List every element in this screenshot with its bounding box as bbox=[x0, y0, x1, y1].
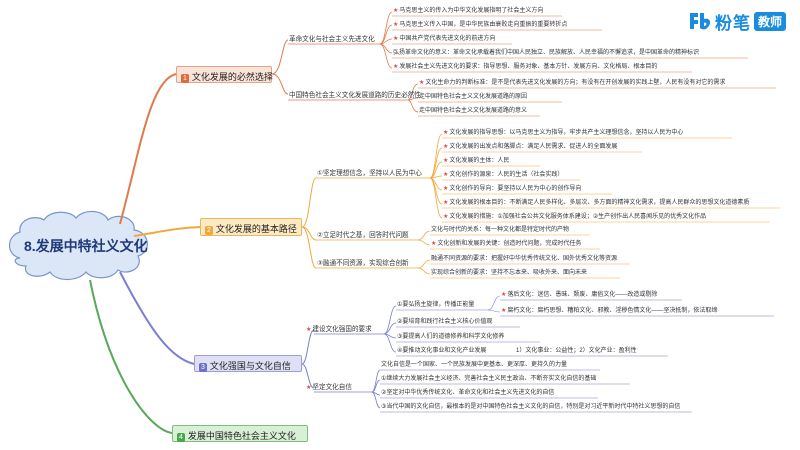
root-topic[interactable]: 8.发展中特社义文化 bbox=[24, 238, 148, 254]
b3-sub1-1-item[interactable]: ★腐朽文化：腐朽思想、糟粕文化、邪教、淫秽色情文化——坚决抵制，依法取缔 bbox=[501, 308, 718, 314]
b3-sub2-item[interactable]: ③当代中国的文化自信，最根本的是对中国特色社会主义文化的自信，特别是对习近平新时… bbox=[381, 404, 681, 410]
branch-4-label: 发展中国特色社会主义文化 bbox=[187, 431, 296, 441]
star-icon: ★ bbox=[443, 200, 449, 206]
star-icon: ★ bbox=[443, 144, 449, 150]
b3-sub1-item[interactable]: ②要培育和践行社会主义核心价值观 bbox=[397, 319, 493, 325]
b2-sub2[interactable]: ②立足时代之基，回答时代问题 bbox=[317, 232, 409, 239]
star-icon: ★ bbox=[443, 172, 449, 178]
b3-sub1-item[interactable]: ③要提高人们的道德修养和科学文化修养 bbox=[397, 334, 505, 340]
b3-sub2-item[interactable]: ②坚定对中华优秀传统文化、革命文化和社会主义先进文化的自信 bbox=[381, 390, 555, 396]
branch-4-badge: 4 bbox=[177, 433, 185, 442]
star-icon: ★ bbox=[419, 80, 425, 86]
b3-sub2[interactable]: ★坚定文化自信 bbox=[306, 384, 352, 391]
b2-sub1-item[interactable]: ★文化创作的源泉：人民的生活（社会实践） bbox=[443, 172, 564, 178]
logo-mark-icon bbox=[688, 11, 712, 31]
star-icon: ★ bbox=[443, 158, 449, 164]
b1-sub1-item[interactable]: ★发展社会主义先进文化的要求：指导思想、服务对象、基本方针、发展方向、文化格局、… bbox=[393, 64, 658, 70]
b2-sub1-item[interactable]: ★文化发展的出发点和落脚点：满足人民需求、促进人的全面发展 bbox=[443, 144, 618, 150]
logo-tag: 教师 bbox=[754, 11, 787, 31]
b2-sub3[interactable]: ③融通不同资源，实现综合创新 bbox=[317, 260, 409, 267]
branch-1-badge: 1 bbox=[181, 74, 189, 83]
b2-sub3-item[interactable]: 融通不同资源的要求：把握好中华优秀传统文化、国外优秀文化等资源 bbox=[431, 256, 618, 262]
b2-sub1-item[interactable]: ★文化创作的导向：要坚持以人民为中心的创作导向 bbox=[443, 186, 582, 192]
b3-sub1[interactable]: ★建设文化强国的要求 bbox=[306, 326, 372, 333]
b2-sub1-item[interactable]: ★文化发展的根本目的：不断满足人民多样化、多层次、多方面的精神文化需求，提高人民… bbox=[443, 200, 750, 206]
star-icon: ★ bbox=[306, 327, 312, 333]
branch-3-badge: 3 bbox=[199, 363, 207, 372]
b3-sub2-item[interactable]: ①继续大力发展社会主义经济、完善社会主义民主政治、不断夯实文化自信的基础 bbox=[381, 376, 597, 382]
root-cloud bbox=[8, 210, 148, 281]
b1-sub1[interactable]: 革命文化与社会主义先进文化 bbox=[289, 36, 375, 43]
b2-sub1-item[interactable]: ★文化发展的指导思想：以马克思主义为指导，牢步共产主义理想信念，坚持以人民为中心 bbox=[443, 130, 684, 136]
b1-sub1-item[interactable]: 弘扬革命文化的意义：革命文化承载着我们中国人民独立、民族解放、人民幸福的不懈追求… bbox=[393, 50, 700, 56]
b1-sub2-item[interactable]: ★文化生命力的判断标准：是不是代表先进文化发展的方向；有没有在开创发展的实践上壁… bbox=[419, 80, 726, 86]
star-icon: ★ bbox=[501, 308, 507, 314]
branch-2-label: 文化发展的基本路径 bbox=[215, 224, 297, 234]
b2-sub2-item[interactable]: ★文化创新和发展的关键：创造时代问题，完成时代任务 bbox=[431, 241, 582, 247]
b3-sub1-4-note[interactable]: 1）文化事业：公益性；2）文化产业：盈利性 bbox=[516, 348, 637, 354]
branch-3-label: 文化强国与文化自信 bbox=[209, 361, 291, 371]
b3-sub1-item[interactable]: ①要弘扬主旋律，传播正能量 bbox=[397, 302, 475, 308]
star-icon: ★ bbox=[393, 22, 399, 28]
star-icon: ★ bbox=[393, 64, 399, 70]
star-icon: ★ bbox=[501, 292, 507, 298]
star-icon: ★ bbox=[393, 36, 399, 42]
b1-sub1-item[interactable]: ★马克思主义的传入为中华文化发展指明了社会主义方向 bbox=[393, 8, 544, 14]
b3-sub1-1-item[interactable]: ★落后文化：迷信、愚昧、颓废、庸俗文化——改造或剔除 bbox=[501, 292, 658, 298]
b3-sub1-item[interactable]: ④要推动文化事业和文化产业发展 bbox=[397, 348, 487, 354]
b2-sub3-item[interactable]: 实现综合创新的要求：坚持不忘本来、吸收外来、面向未来 bbox=[431, 270, 588, 276]
star-icon: ★ bbox=[393, 8, 399, 14]
star-icon: ★ bbox=[443, 186, 449, 192]
b2-sub1-item[interactable]: ★文化发展的措施：①加强社会公共文化服务体系建设；②生产创作出人民喜闻乐见的优秀… bbox=[443, 214, 707, 220]
b2-sub1[interactable]: ①坚定理想信念，坚持以人民为中心 bbox=[317, 170, 422, 177]
brand-logo: 粉笔 教师 bbox=[688, 10, 787, 33]
b2-sub2-item[interactable]: 文化与时代的关系：每一种文化都是特定时代的产物 bbox=[431, 227, 570, 233]
branch-1-label: 文化发展的必然选择 bbox=[191, 72, 273, 82]
b1-sub1-item[interactable]: ★中国共产党代表先进文化的前进方向 bbox=[393, 36, 496, 42]
b1-sub2-item[interactable]: 走中国特色社会主义文化发展道路的原因 bbox=[419, 94, 528, 100]
star-icon: ★ bbox=[306, 385, 312, 391]
b1-sub1-item[interactable]: ★马克思主义传入中国，是中华民族由衰败走向重振的重要转折点 bbox=[393, 22, 568, 28]
b1-sub2[interactable]: 中国特色社会主义文化发展道路的历史必然性 bbox=[289, 92, 421, 99]
star-icon: ★ bbox=[431, 241, 437, 247]
b1-sub2-item[interactable]: 走中国特色社会主义文化发展道路的意义 bbox=[419, 108, 528, 114]
star-icon: ★ bbox=[443, 130, 449, 136]
star-icon: ★ bbox=[443, 214, 449, 220]
logo-brand-text: 粉笔 bbox=[715, 13, 751, 33]
branch-2-badge: 2 bbox=[205, 226, 213, 235]
b3-sub2-item[interactable]: 文化自信是一个国家、一个民族发展中更基本、更深厚、更持久的力量 bbox=[381, 362, 568, 368]
b2-sub1-item[interactable]: ★文化发展的主体：人民 bbox=[443, 158, 510, 164]
